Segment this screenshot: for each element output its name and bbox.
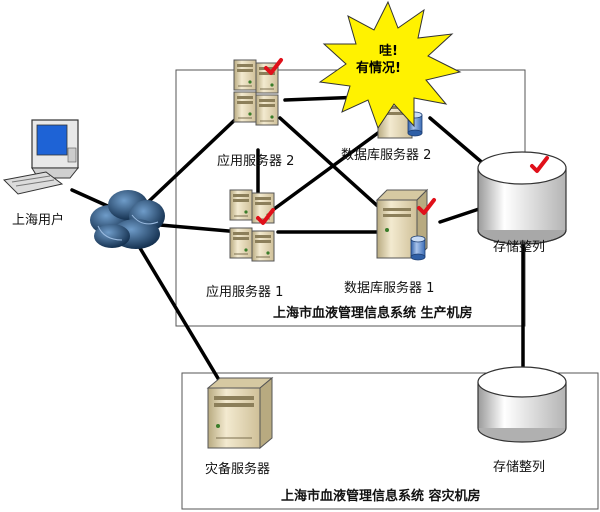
storage-dr-icon — [477, 366, 567, 443]
cloud-icon — [90, 190, 165, 249]
db-server-1-icon — [375, 188, 429, 261]
app-server-1-label: 应用服务器 1 — [206, 284, 283, 300]
production-room-title: 上海市血液管理信息系统 生产机房 — [273, 305, 473, 321]
db-server-2-label: 数据库服务器 2 — [341, 147, 431, 163]
alert-line-2: 有情况! — [356, 60, 401, 76]
disaster-room-frame — [181, 372, 599, 510]
dr-server-label: 灾备服务器 — [205, 461, 270, 477]
storage-prod-icon — [477, 151, 567, 245]
user-label: 上海用户 — [12, 212, 64, 228]
starburst-icon — [318, 0, 462, 130]
disaster-room-title: 上海市血液管理信息系统 容灾机房 — [281, 488, 481, 504]
dr-server-icon — [206, 376, 274, 450]
storage-dr-label: 存储整列 — [493, 460, 545, 475]
app-server-1-icon — [229, 189, 275, 262]
app-server-2-label: 应用服务器 2 — [217, 153, 294, 169]
db-server-1-label: 数据库服务器 1 — [344, 280, 434, 296]
network-links — [70, 94, 525, 397]
desktop-computer-icon — [2, 119, 80, 195]
storage-prod-label: 存储整列 — [493, 240, 545, 255]
alert-line-1: 哇! — [379, 43, 398, 59]
